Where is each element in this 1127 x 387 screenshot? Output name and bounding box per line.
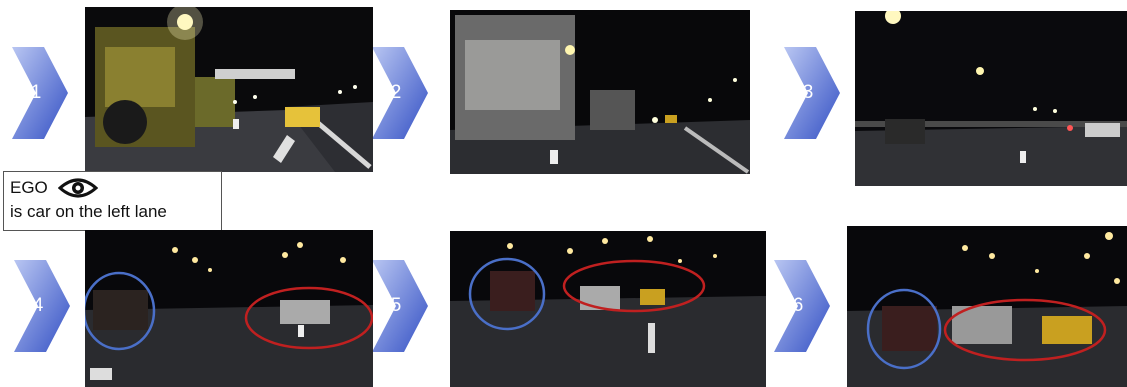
video-frame-3	[855, 11, 1127, 186]
step-number: 5	[390, 295, 402, 316]
chevron-arrow-icon	[372, 260, 428, 352]
step-chevron-6: 6	[770, 258, 832, 354]
step-number: 2	[390, 82, 402, 103]
eye-icon	[57, 178, 98, 198]
step-number: 4	[32, 295, 44, 316]
video-frame-5	[450, 231, 766, 387]
chevron-arrow-icon	[784, 47, 840, 139]
step-chevron-1: 1	[8, 45, 70, 141]
video-frame-2	[450, 10, 750, 174]
chevron-arrow-icon	[14, 260, 70, 352]
step-chevron-4: 4	[10, 258, 72, 354]
video-frame-6	[847, 226, 1127, 387]
step-number: 6	[792, 295, 804, 316]
step-chevron-3: 3	[780, 45, 842, 141]
caption-box: EGO is car on the left lane	[3, 171, 222, 231]
step-chevron-5: 5	[368, 258, 430, 354]
caption-title: EGO	[10, 178, 48, 197]
video-frame-1	[85, 7, 373, 172]
chevron-arrow-icon	[774, 260, 830, 352]
chevron-arrow-icon	[372, 47, 428, 139]
caption-subtitle: is car on the left lane	[10, 202, 167, 221]
step-chevron-2: 2	[368, 45, 430, 141]
step-number: 1	[30, 82, 42, 103]
chevron-arrow-icon	[12, 47, 68, 139]
step-number: 3	[802, 82, 814, 103]
video-frame-4	[85, 230, 373, 387]
